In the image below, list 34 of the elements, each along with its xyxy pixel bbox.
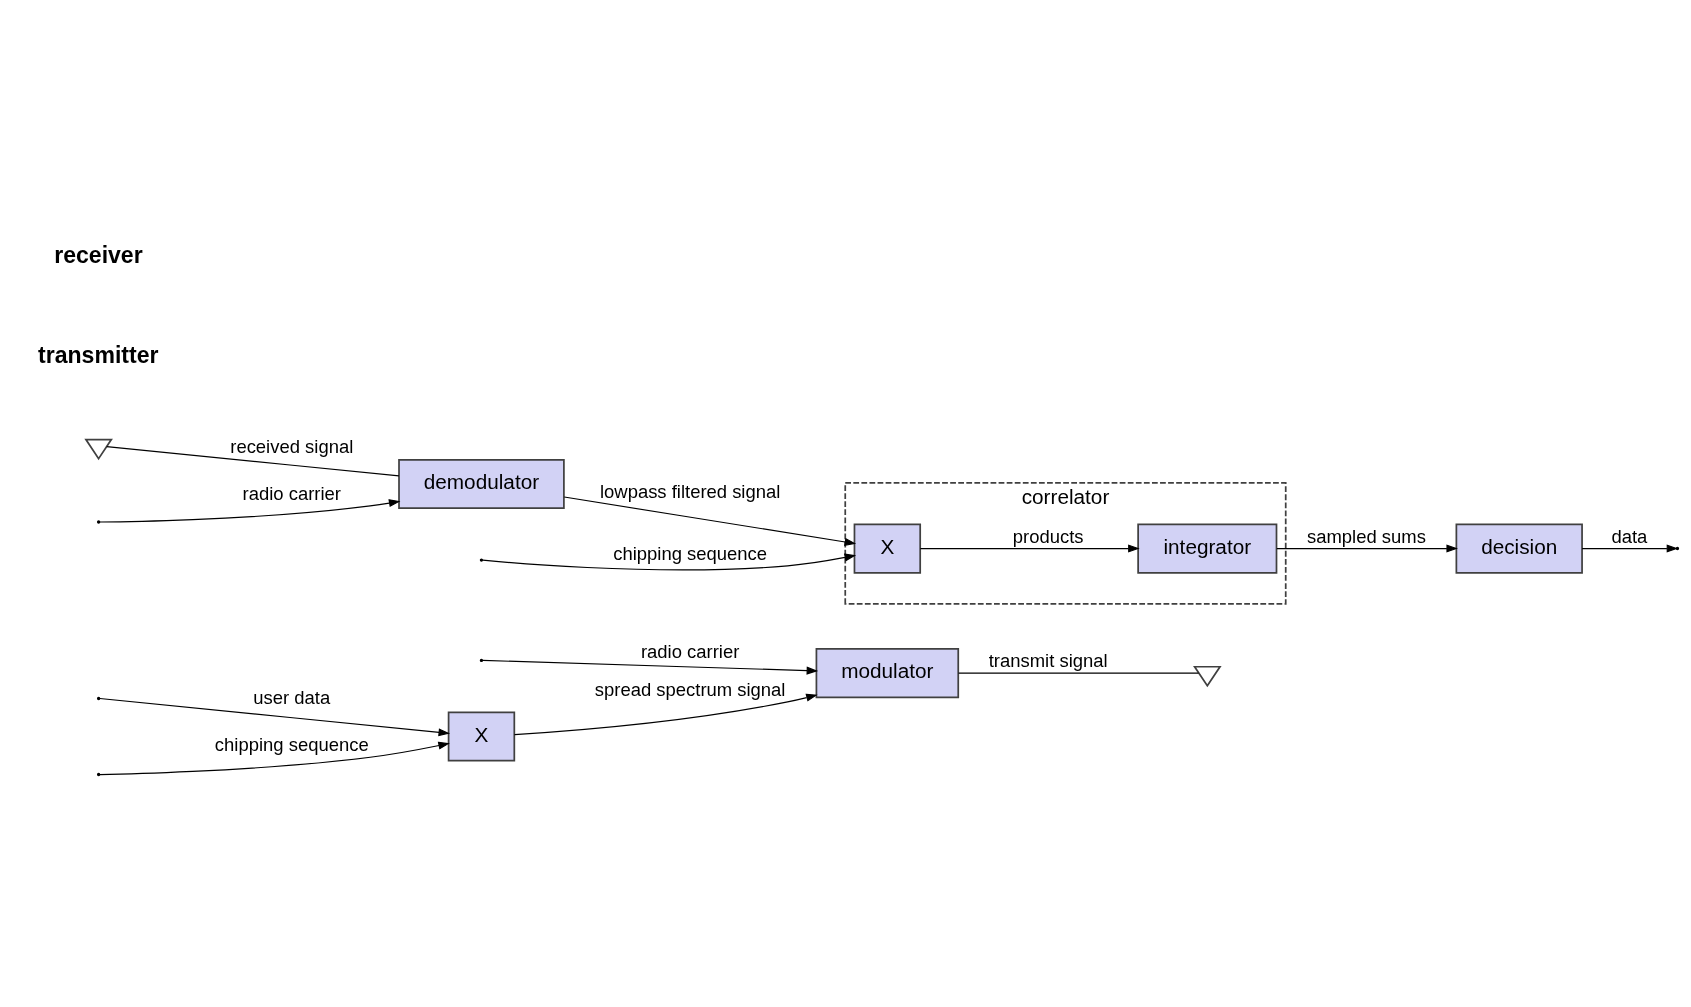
edge-label: data (1611, 525, 1648, 547)
node-box: modulator (815, 647, 960, 698)
connector (106, 445, 400, 476)
node-antenna (84, 438, 113, 460)
edge-label: chipping sequence (613, 542, 768, 564)
node-box: decision (1455, 522, 1583, 574)
arrow (99, 498, 401, 523)
connector (958, 672, 1200, 674)
edge-label: sampled sums (1307, 525, 1426, 547)
arrow (482, 659, 819, 675)
node-box: X (853, 522, 922, 574)
arrow (919, 544, 1140, 553)
edge-label: radio carrier (640, 640, 740, 662)
edge-label: radio carrier (242, 482, 341, 504)
edge-label: chipping sequence (214, 733, 369, 755)
arrow (1581, 544, 1679, 553)
node-antenna (1193, 665, 1222, 687)
node-box: X (447, 710, 516, 762)
edge-label: products (1012, 525, 1084, 547)
edge-label: user data (253, 686, 331, 708)
label: receiver (54, 241, 143, 268)
edge-label: transmit signal (988, 649, 1108, 671)
arrow (99, 741, 450, 775)
edge-label: lowpass filtered signal (599, 480, 781, 502)
edge-label: spread spectrum signal (594, 678, 786, 700)
node-box: demodulator (398, 458, 565, 509)
arrow (99, 697, 451, 736)
node-box: integrator (1137, 522, 1278, 574)
edge-label: received signal (230, 435, 354, 457)
arrow (513, 693, 818, 735)
label: transmitter (38, 341, 159, 368)
arrow (1276, 544, 1458, 553)
arrow (563, 495, 857, 546)
arrow (482, 553, 857, 570)
